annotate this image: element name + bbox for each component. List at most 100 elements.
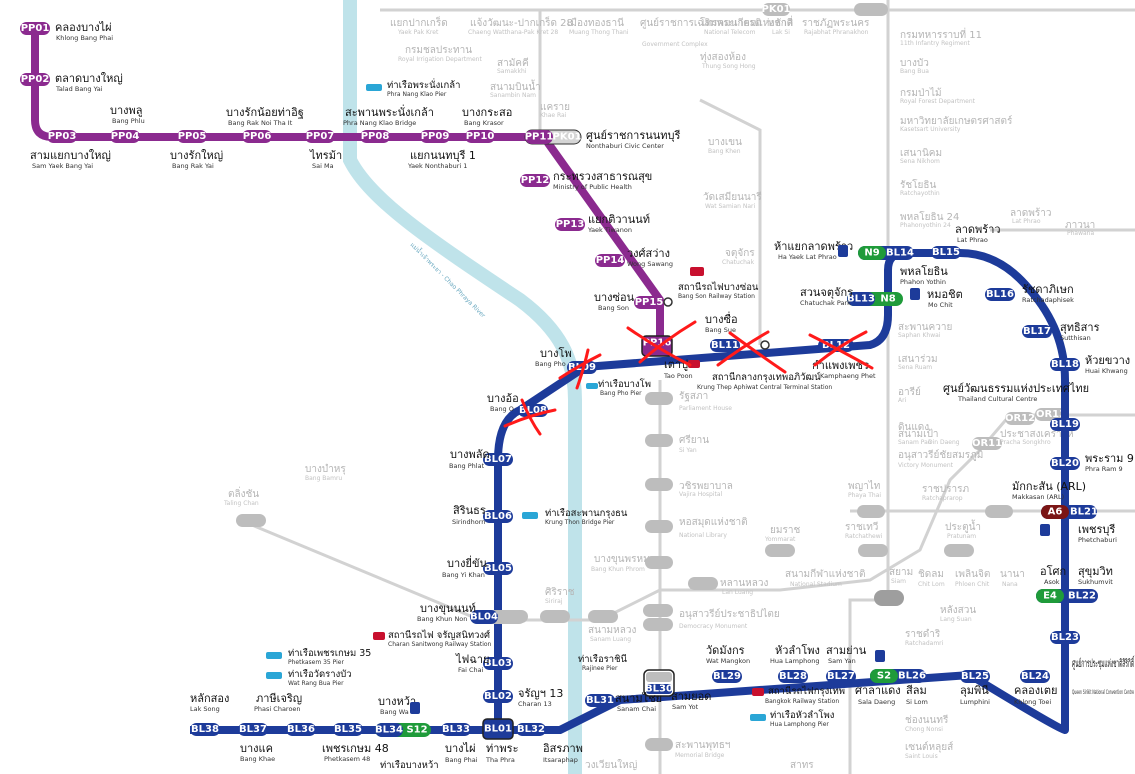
station-pp11[interactable]: PP11 PK01 ศูนย์ราชการนนทบุรี Nonthaburi … bbox=[524, 129, 681, 150]
svg-text:Lak Song: Lak Song bbox=[190, 705, 220, 713]
svg-text:BL36: BL36 bbox=[287, 724, 315, 735]
svg-text:Yaek Nonthaburi 1: Yaek Nonthaburi 1 bbox=[407, 162, 467, 170]
svg-text:Chatuchak: Chatuchak bbox=[722, 259, 755, 266]
station-pp09[interactable]: PP09 แยกนนทบุรี 1 Yaek Nonthaburi 1 bbox=[407, 130, 476, 170]
svg-text:รัฐสภา: รัฐสภา bbox=[679, 391, 708, 402]
station-pp10[interactable]: PP10 บางกระสอ Bang Krasor bbox=[462, 106, 512, 143]
station-bl14[interactable]: N9 BL14 พหลโยธิน Phahon Yothin bbox=[858, 246, 948, 286]
svg-text:PP13: PP13 bbox=[556, 219, 585, 230]
svg-text:Saphan Khwai: Saphan Khwai bbox=[898, 332, 941, 339]
station-bl05[interactable]: BL05 บางยี่ขัน Bang Yi Khan bbox=[442, 555, 513, 579]
svg-text:BL16: BL16 bbox=[986, 289, 1014, 300]
station-bl31[interactable]: BL31 สนามไชย Sanam Chai bbox=[585, 692, 662, 713]
svg-text:OR11: OR11 bbox=[972, 438, 1002, 449]
svg-text:Tao Poon: Tao Poon bbox=[663, 372, 693, 380]
station-bl21[interactable]: A6 BL21 เพชรบุรี Phetchaburi bbox=[1041, 505, 1117, 544]
station-bl07[interactable]: BL07 บางพลัด Bang Phlat bbox=[449, 448, 513, 470]
svg-text:ตลิ่งชัน: ตลิ่งชัน bbox=[228, 486, 259, 500]
svg-text:สถานีกลางกรุงเทพอภิวัฒน์: สถานีกลางกรุงเทพอภิวัฒน์ bbox=[712, 371, 821, 383]
svg-text:เสนาร่วม: เสนาร่วม bbox=[898, 354, 938, 365]
boat-icon bbox=[586, 383, 598, 389]
station-bl20[interactable]: BL20 พระราม 9 Phra Ram 9 bbox=[1050, 452, 1134, 473]
station-bl16[interactable]: BL16 รัชดาภิเษก Ratchadaphisek bbox=[985, 283, 1074, 304]
station-pp03[interactable]: PP03 สามแยกบางใหญ่ Sam Yaek Bang Yai bbox=[30, 130, 111, 170]
station-bl03[interactable]: BL03 ไฟฉาย Fai Chai bbox=[455, 653, 513, 674]
station-bl18[interactable]: BL18 ห้วยขวาง Huai Khwang bbox=[1050, 354, 1130, 375]
station-bl37[interactable]: BL37 บางแค Bang Khae bbox=[238, 723, 275, 763]
station-bl27[interactable]: BL27 สามย่าน Sam Yan bbox=[826, 644, 867, 683]
pier-rajinee: ท่าเรือราชินี Rajinee Pier bbox=[578, 653, 628, 672]
station-pp14[interactable]: PP14 วงศ์สว่าง Wong Sawang bbox=[595, 247, 673, 268]
station-bl22[interactable]: E4 BL22 สุขุมวิท Sukhumvit bbox=[1036, 565, 1113, 603]
svg-text:Bang Rak Yai: Bang Rak Yai bbox=[172, 162, 214, 170]
station-bl32[interactable]: BL32 อิสรภาพ Itsaraphap bbox=[516, 723, 583, 764]
station-bl33[interactable]: BL33 บางไผ่ Bang Phai bbox=[441, 723, 478, 764]
station-bl29[interactable]: BL29 วัดมังกร Wat Mangkon bbox=[706, 644, 750, 683]
svg-text:BL15: BL15 bbox=[932, 247, 960, 258]
station-pp07[interactable]: PP07 ไทรม้า Sai Ma bbox=[305, 130, 342, 170]
svg-text:BL28: BL28 bbox=[779, 671, 807, 682]
station-bl24[interactable]: BL24 คลองเตย Khlong Toei bbox=[1014, 670, 1057, 706]
svg-text:BL21: BL21 bbox=[1070, 507, 1098, 518]
svg-text:Ari: Ari bbox=[898, 397, 907, 404]
station-bl02[interactable]: BL02 จรัญฯ 13 Charan 13 bbox=[483, 687, 563, 708]
svg-text:Hua Lamphong Pier: Hua Lamphong Pier bbox=[770, 721, 829, 728]
svg-text:คลองบางไผ่: คลองบางไผ่ bbox=[55, 21, 112, 34]
svg-text:Bang Khun Non: Bang Khun Non bbox=[417, 615, 467, 623]
svg-text:รัชดาภิเษก: รัชดาภิเษก bbox=[1022, 283, 1074, 296]
pier-phra-nang-klao: ท่าเรือพระนั่งเกล้า Phra Nang Klao Pier bbox=[366, 78, 460, 98]
svg-text:บางซื่อ: บางซื่อ bbox=[705, 311, 738, 326]
svg-text:BL05: BL05 bbox=[484, 563, 512, 574]
svg-text:Victory Monument: Victory Monument bbox=[898, 462, 954, 469]
station-bl15[interactable]: BL15 ลาดพร้าว Lat Phrao bbox=[931, 223, 1001, 259]
station-pp05[interactable]: PP05 บางรักใหญ่ Bang Rak Yai bbox=[170, 130, 223, 170]
station-pp06[interactable]: PP06 บางรักน้อยท่าอิฐ Bang Rak Noi Tha I… bbox=[226, 106, 304, 143]
station-bl38[interactable]: BL38 หลักสอง Lak Song bbox=[190, 692, 229, 736]
station-bl19[interactable]: BL19 ศูนย์วัฒนธรรมแห่งประเทศไทย Thailand… bbox=[943, 382, 1089, 431]
svg-text:มักกะสัน (ARL): มักกะสัน (ARL) bbox=[1012, 480, 1086, 493]
station-bl30[interactable]: BL30 สามยอด Sam Yot bbox=[643, 669, 711, 711]
svg-text:PP06: PP06 bbox=[243, 131, 272, 142]
svg-text:National Telecom: National Telecom bbox=[704, 29, 756, 36]
svg-text:OR13: OR13 bbox=[1036, 409, 1066, 420]
svg-text:พระราม 9: พระราม 9 bbox=[1085, 452, 1134, 465]
station-pp04[interactable]: PP04 บางพลู Bang Phlu bbox=[110, 104, 145, 143]
bus-icon bbox=[410, 702, 420, 714]
svg-text:Sam Yan: Sam Yan bbox=[828, 657, 856, 665]
station-bl17[interactable]: BL17 สุทธิสาร Sutthisan bbox=[1022, 321, 1100, 342]
svg-text:Siam: Siam bbox=[891, 578, 906, 585]
station-pp13[interactable]: PP13 แยกติวานนท์ Yaek Tiwanon bbox=[555, 213, 650, 234]
station-pp02[interactable]: PP02 ตลาดบางใหญ่ Talad Bang Yai bbox=[20, 72, 123, 93]
station-bl04[interactable]: BL04 บางขุนนนท์ Bang Khun Non bbox=[417, 602, 526, 624]
station-bl01[interactable]: BL01 ท่าพระ Tha Phra bbox=[482, 718, 519, 764]
station-bl25[interactable]: BL25 ลุมพินี Lumphini bbox=[960, 670, 990, 706]
svg-text:Ministry of Public Health: Ministry of Public Health bbox=[553, 183, 632, 191]
svg-text:บางหว้า: บางหว้า bbox=[378, 695, 416, 708]
svg-text:ทุ่งสองห้อง: ทุ่งสองห้อง bbox=[700, 51, 746, 63]
station-pp12[interactable]: PP12 กระทรวงสาธารณสุข Ministry of Public… bbox=[520, 170, 652, 191]
station-pp01[interactable]: PP01 คลองบางไผ่ Khlong Bang Phai bbox=[20, 21, 113, 42]
station-bl11[interactable]: BL11 บางซื่อ Bang Sue bbox=[705, 311, 770, 352]
svg-text:เมืองทองธานี: เมืองทองธานี bbox=[567, 17, 624, 29]
station-pp08[interactable]: PP08 สะพานพระนั่งเกล้า Phra Nang Klao Br… bbox=[343, 104, 434, 143]
x-mark-kamphaeng-phet bbox=[808, 330, 874, 370]
svg-text:PP08: PP08 bbox=[361, 131, 390, 142]
bus-icon bbox=[875, 650, 885, 662]
svg-text:ราชดำริ: ราชดำริ bbox=[905, 629, 941, 640]
svg-text:Bang Krasor: Bang Krasor bbox=[464, 119, 504, 127]
svg-text:Sukhumvit: Sukhumvit bbox=[1078, 578, 1113, 586]
station-bl23[interactable]: BL23 ศูนย์การประชุมแห่งชาติสิริกิติ์ Que… bbox=[1050, 631, 1135, 696]
station-bl13[interactable]: BL13 N8 สวนจตุจักร Chatuchak Park bbox=[800, 286, 903, 307]
station-pp15[interactable]: PP15 บางซ่อน Bang Son bbox=[594, 291, 673, 312]
station-bl26[interactable]: S2 BL26 สีลม Si Lom bbox=[870, 669, 928, 706]
station-bl35[interactable]: BL35 เพชรเกษม 48 Phetkasem 48 bbox=[322, 723, 389, 763]
svg-text:Si Lom: Si Lom bbox=[906, 698, 928, 706]
station-bl36[interactable]: BL36 ภาษีเจริญ Phasi Charoen bbox=[254, 692, 316, 736]
svg-text:Sam Yaek Bang Yai: Sam Yaek Bang Yai bbox=[32, 162, 93, 170]
station-bl06[interactable]: BL06 สิรินธร Sirindhorn bbox=[452, 504, 513, 526]
station-bl34[interactable]: BL34 S12 บางหว้า Bang Wa bbox=[375, 695, 431, 737]
pier-bang-wa: ท่าเรือบางหว้า bbox=[380, 760, 439, 771]
svg-text:BL26: BL26 bbox=[898, 671, 926, 682]
station-bl28[interactable]: BL28 หัวลำโพง Hua Lamphong bbox=[770, 643, 820, 683]
svg-text:เสนานิคม: เสนานิคม bbox=[900, 148, 942, 159]
